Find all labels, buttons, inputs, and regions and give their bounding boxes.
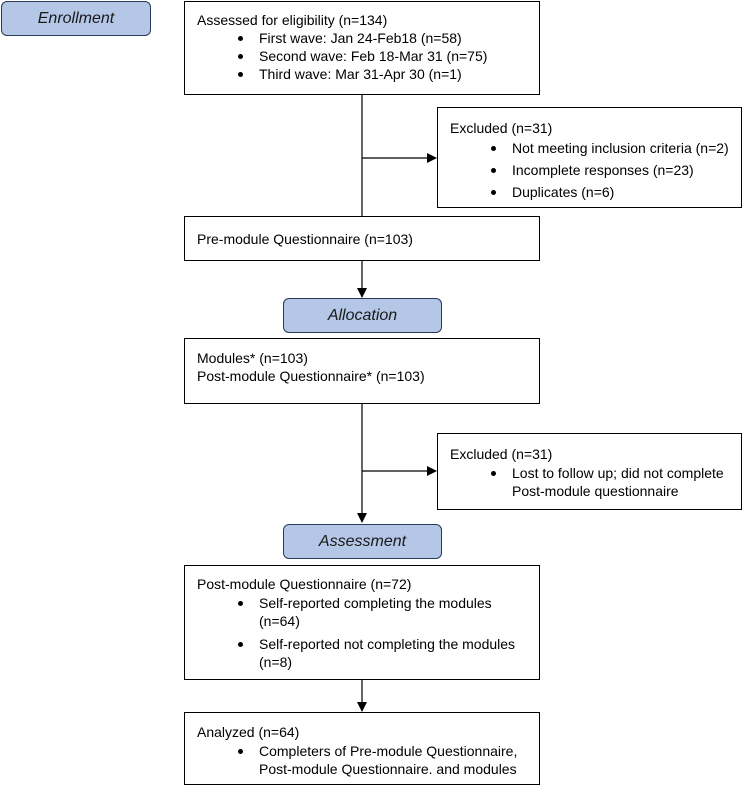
analyzed-item-line-2: Post-module Questionnaire. and modules	[259, 761, 517, 777]
list-item: Self-reported not completing the modules…	[197, 635, 527, 671]
excluded-2-title: Excluded (n=31)	[450, 446, 553, 462]
analyzed-item-line-1: Completers of Pre-module Questionnaire,	[259, 743, 518, 759]
list-item: Second wave: Feb 18-Mar 31 (n=75)	[197, 47, 527, 65]
post-module-list: Self-reported completing the modules (n=…	[197, 594, 527, 671]
modules-box: Modules* (n=103) Post-module Questionnai…	[184, 338, 540, 404]
list-item: Incomplete responses (n=23)	[450, 161, 729, 179]
stage-assessment: Assessment	[283, 524, 442, 559]
stage-enrollment-label: Enrollment	[37, 9, 115, 27]
modules-line-2: Post-module Questionnaire* (n=103)	[197, 368, 425, 384]
list-item: Duplicates (n=6)	[450, 183, 729, 201]
list-item: Lost to follow up; did not complete Post…	[450, 464, 729, 500]
excluded-box-1: Excluded (n=31) Not meeting inclusion cr…	[437, 107, 742, 208]
post-module-title: Post-module Questionnaire (n=72)	[197, 576, 412, 592]
stage-allocation: Allocation	[283, 298, 442, 333]
post-item-2-line-1: Self-reported not completing the modules	[259, 636, 516, 652]
post-item-2-line-2: (n=8)	[259, 654, 293, 670]
list-item: Completers of Pre-module Questionnaire, …	[197, 742, 527, 778]
excluded-2-item-line-1: Lost to follow up; did not complete	[512, 465, 724, 481]
list-item: Third wave: Mar 31-Apr 30 (n=1)	[197, 65, 527, 83]
modules-line-1: Modules* (n=103)	[197, 350, 308, 366]
post-module-box: Post-module Questionnaire (n=72) Self-re…	[184, 565, 540, 680]
analyzed-title: Analyzed (n=64)	[197, 724, 300, 740]
stage-allocation-label: Allocation	[327, 306, 398, 324]
excluded-2-list: Lost to follow up; did not complete Post…	[450, 464, 729, 500]
list-item: First wave: Jan 24-Feb18 (n=58)	[197, 29, 527, 47]
pre-module-box: Pre-module Questionnaire (n=103)	[184, 216, 540, 261]
analyzed-list: Completers of Pre-module Questionnaire, …	[197, 742, 527, 778]
eligibility-title: Assessed for eligibility (n=134)	[197, 12, 388, 28]
excluded-1-title: Excluded (n=31)	[450, 120, 553, 136]
stage-enrollment: Enrollment	[1, 1, 151, 36]
eligibility-list: First wave: Jan 24-Feb18 (n=58) Second w…	[197, 29, 527, 83]
excluded-box-2: Excluded (n=31) Lost to follow up; did n…	[437, 433, 742, 510]
excluded-1-list: Not meeting inclusion criteria (n=2) Inc…	[450, 139, 729, 201]
eligibility-box: Assessed for eligibility (n=134) First w…	[184, 1, 540, 95]
list-item: Self-reported completing the modules (n=…	[197, 594, 527, 630]
analyzed-box: Analyzed (n=64) Completers of Pre-module…	[184, 712, 540, 785]
list-item: Not meeting inclusion criteria (n=2)	[450, 139, 729, 157]
stage-assessment-label: Assessment	[318, 532, 407, 550]
post-item-1-line-2: (n=64)	[259, 613, 300, 629]
post-item-1-line-1: Self-reported completing the modules	[259, 595, 492, 611]
pre-module-title: Pre-module Questionnaire (n=103)	[197, 231, 413, 247]
excluded-2-item-line-2: Post-module questionnaire	[512, 483, 679, 499]
